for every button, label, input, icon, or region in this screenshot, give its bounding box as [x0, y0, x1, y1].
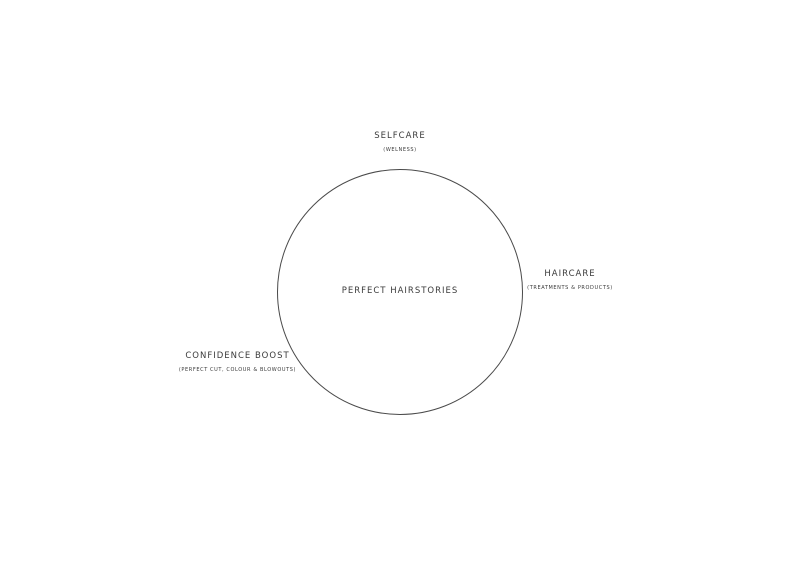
node-confidence-subtitle: (PERFECT CUT, COLOUR & BLOWOUTS) [178, 367, 297, 373]
node-confidence-title: CONFIDENCE BOOST [185, 351, 290, 361]
center-label: PERFECT HAIRSTORIES [341, 286, 459, 296]
node-haircare: HAIRCARE (TREATMENTS & PRODUCTS) [515, 268, 625, 292]
node-haircare-subtitle: (TREATMENTS & PRODUCTS) [527, 285, 613, 291]
central-circle [277, 169, 523, 415]
node-haircare-title: HAIRCARE [544, 269, 596, 279]
node-selfcare: SELFCARE (WELNESS) [350, 130, 450, 154]
node-confidence-boost: CONFIDENCE BOOST (PERFECT CUT, COLOUR & … [165, 350, 310, 374]
node-selfcare-title: SELFCARE [374, 131, 426, 141]
node-selfcare-subtitle: (WELNESS) [383, 147, 417, 153]
